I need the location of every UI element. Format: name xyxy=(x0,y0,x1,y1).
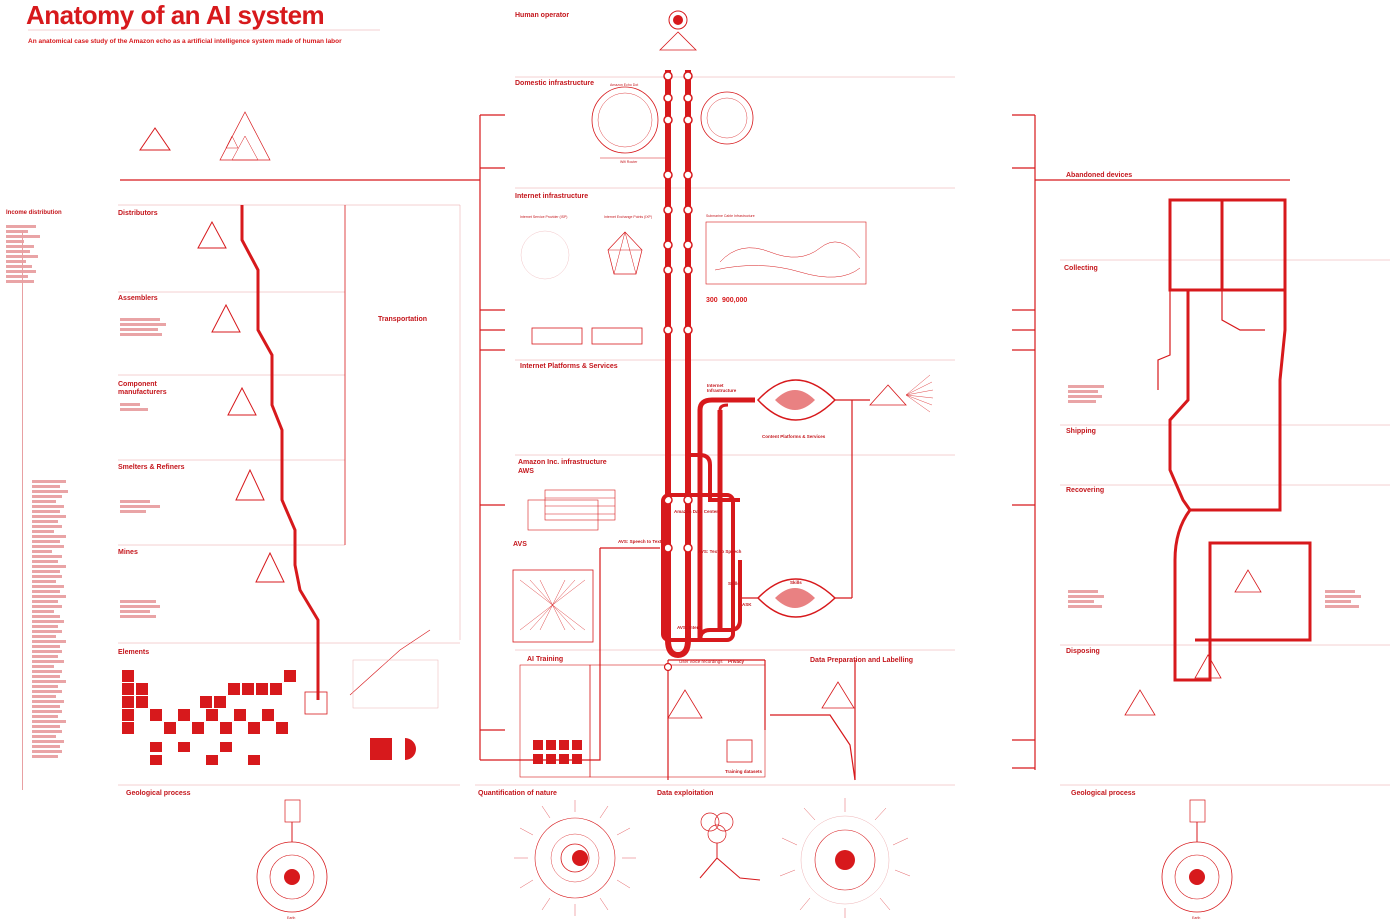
smelters-refiners-heading: Smelters & Refiners xyxy=(118,464,185,472)
income-distribution-list-lower xyxy=(32,480,72,760)
transportation-heading: Transportation xyxy=(378,316,427,324)
abandoned-devices-heading: Abandoned devices xyxy=(1066,172,1132,180)
collecting-heading: Collecting xyxy=(1064,265,1098,273)
isp-label: Internet Service Provider (ISP) xyxy=(520,215,567,219)
speech-to-text-label: AVS: Speech to Text xyxy=(618,539,661,544)
geological-process-left-heading: Geological process xyxy=(126,790,191,798)
amazon-infrastructure-heading: Amazon Inc. infrastructure xyxy=(518,459,607,467)
internet-infra-small-label: Internet Infrastructure xyxy=(707,383,737,393)
data-exploitation-heading: Data exploitation xyxy=(657,790,713,798)
recovering-notes xyxy=(1068,590,1108,610)
internet-platforms-heading: Internet Platforms & Services xyxy=(520,363,618,371)
wifi-router-label: Wifi Router xyxy=(620,160,637,164)
income-distribution-list xyxy=(6,225,46,285)
internet-infrastructure-heading: Internet infrastructure xyxy=(515,193,588,201)
ai-training-heading: AI Training xyxy=(527,656,563,664)
ixp-label: Internet Exchange Points (IXP) xyxy=(604,215,652,219)
shipping-heading: Shipping xyxy=(1066,428,1096,436)
submarine-label: Submarine Cable Infrastructure xyxy=(706,214,755,218)
skills-label-small: Skills xyxy=(728,581,740,586)
income-distribution-heading: Income distribution xyxy=(6,209,62,217)
assemblers-heading: Assemblers xyxy=(118,295,158,303)
recovering-heading: Recovering xyxy=(1066,487,1104,495)
mines-notes xyxy=(120,600,170,620)
geological-process-right-heading: Geological process xyxy=(1071,790,1136,798)
avs-intent-label: AVS: Intent xyxy=(677,625,701,630)
income-distribution-axis xyxy=(22,230,23,790)
component-manufacturers-heading: Component manufacturers xyxy=(118,381,188,397)
data-preparation-heading: Data Preparation and Labelling xyxy=(810,657,913,665)
user-voice-label: User voice recordings xyxy=(679,659,723,664)
amazon-data-center-label: Amazon Data Center xyxy=(674,509,718,514)
content-platforms-label: Content Platforms & Services xyxy=(762,434,825,439)
recovering-notes-right xyxy=(1325,590,1365,610)
text-to-speech-label: AVS: Text to Speech xyxy=(698,549,741,554)
earth-label-left: Earth xyxy=(287,916,295,920)
training-datasets-label: Training datasets xyxy=(725,769,762,774)
quantification-heading: Quantification of nature xyxy=(478,790,557,798)
collecting-notes xyxy=(1068,385,1108,405)
mines-heading: Mines xyxy=(118,549,138,557)
ask-label: ASK xyxy=(742,602,752,607)
echo-dot-label: Amazon Echo Dot xyxy=(610,83,638,87)
privacy-label: Privacy xyxy=(728,659,744,664)
stat-value-1: 300 xyxy=(706,297,718,304)
skills-label: Skills xyxy=(790,580,802,585)
component-notes xyxy=(120,403,170,413)
aws-box-heading: AVS xyxy=(513,541,527,549)
aws-heading: AWS xyxy=(518,468,534,476)
smelters-notes xyxy=(120,500,170,515)
assemblers-notes xyxy=(120,318,170,338)
stat-value-2: 900,000 xyxy=(722,297,747,304)
elements-heading: Elements xyxy=(118,649,149,657)
earth-label-right: Earth xyxy=(1192,916,1200,920)
human-operator-heading: Human operator xyxy=(515,12,569,20)
domestic-infrastructure-heading: Domestic infrastructure xyxy=(515,80,594,88)
disposing-heading: Disposing xyxy=(1066,648,1100,656)
distributors-heading: Distributors xyxy=(118,210,158,218)
